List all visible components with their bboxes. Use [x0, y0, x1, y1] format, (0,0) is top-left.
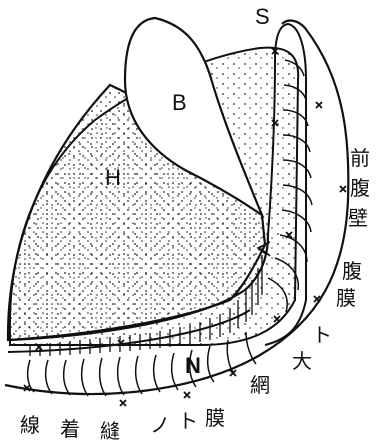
right-text-char-5: 膜 — [336, 286, 356, 310]
label-h: H — [105, 165, 121, 190]
right-text-char-8: 網 — [250, 373, 270, 397]
bottom-text-char-5: ト — [178, 409, 198, 433]
bottom-text-char-2: 着 — [60, 417, 80, 441]
bottom-text-char-3: 縫 — [100, 419, 120, 443]
right-text-char-1: 前 — [350, 146, 370, 170]
label-b: B — [172, 90, 187, 115]
label-n: N — [185, 353, 201, 378]
bottom-text-char-4: ノ — [150, 413, 170, 437]
bottom-text-char-6: 膜 — [205, 406, 225, 430]
label-s: S — [255, 4, 270, 29]
right-text-char-6: ト — [312, 323, 332, 347]
right-text-char-4: 腹 — [342, 259, 362, 283]
right-text-char-3: 壁 — [348, 206, 368, 230]
bottom-text-char-1: 線 — [20, 413, 40, 437]
right-text-char-7: 大 — [292, 349, 312, 373]
right-text-char-2: 腹 — [350, 176, 370, 200]
